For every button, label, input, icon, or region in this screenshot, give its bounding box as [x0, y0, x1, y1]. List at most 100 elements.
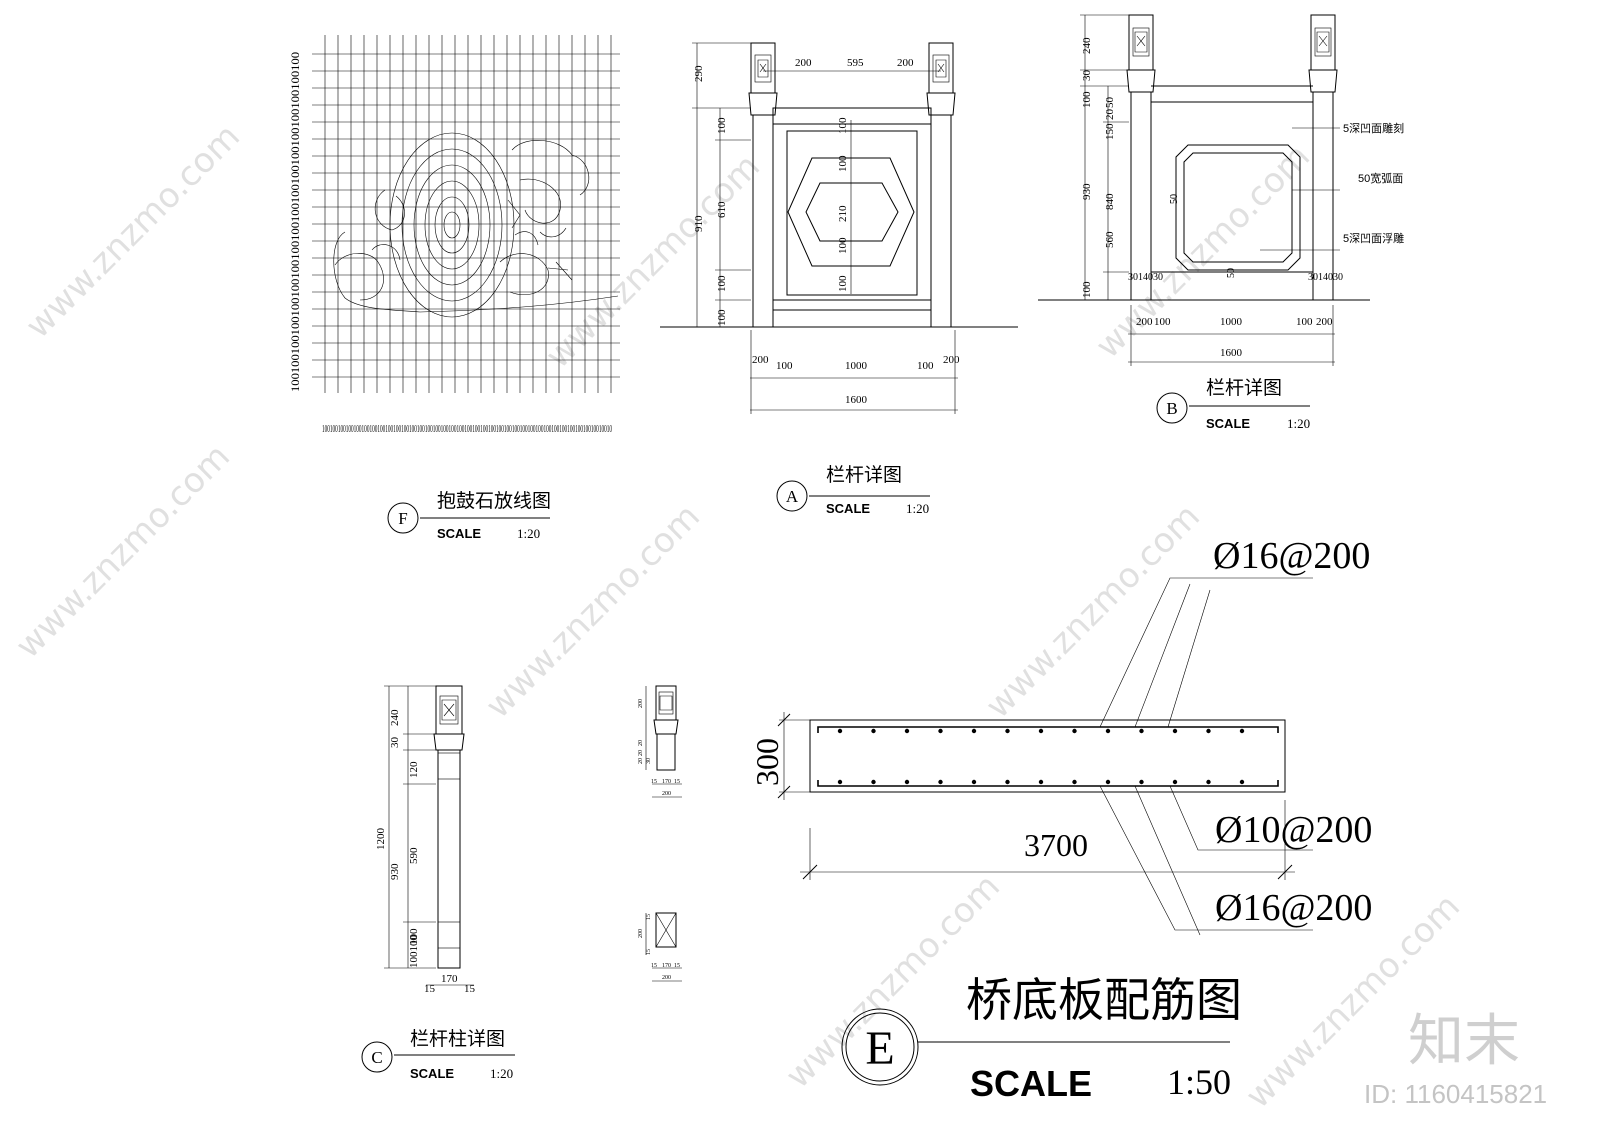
brand-footer: 知末 ID: 1160415821: [1364, 1009, 1547, 1109]
watermark-site: www.znzmo.com: [978, 496, 1208, 726]
dim-label: 930: [1081, 183, 1093, 200]
dim-label: 30: [389, 737, 401, 749]
dim-label: 200: [897, 57, 914, 69]
rebar-label-top: Ø16@200: [1213, 535, 1370, 577]
rebar-dot: [1172, 728, 1178, 734]
detail-small-sections: 200 20 20 20 30 15 170 15 200 200 15 15 …: [638, 685, 682, 982]
dim-label: 1200: [375, 828, 387, 851]
vertical-grid-labels: 1001001001001001001001001001001001001001…: [288, 52, 302, 392]
dim-label: 200: [662, 975, 671, 981]
detail-badge: [776, 480, 808, 512]
dim-label: 100: [716, 309, 728, 326]
dim-thickness: 300: [749, 738, 785, 786]
dim-label: 3014030: [1308, 272, 1343, 283]
rebar-dot: [1005, 728, 1010, 734]
watermark-site: www.znzmo.com: [1088, 136, 1318, 366]
rebar-dot: [1072, 779, 1077, 785]
dim-label: 100: [837, 275, 849, 292]
rebar-dot: [871, 779, 876, 785]
badge-letter: F: [398, 509, 407, 528]
dim-label: 240: [1081, 37, 1093, 54]
rebar-label-mid: Ø10@200: [1215, 809, 1372, 851]
scale-value: 1:20: [906, 501, 929, 516]
dim-label: 100: [837, 155, 849, 172]
dim-label: 200: [1136, 316, 1153, 328]
rebar-dot: [837, 728, 843, 734]
rebar-dot: [904, 728, 910, 734]
dim-label: 100: [716, 275, 728, 292]
dim-label: 15: [646, 949, 652, 955]
dim-label: 200: [943, 354, 960, 366]
dim-label: 170: [662, 963, 671, 969]
badge-letter: B: [1166, 399, 1177, 418]
dim-label: 15: [651, 779, 657, 785]
dim-label: 100: [917, 360, 934, 372]
dim-label: 200: [638, 929, 644, 938]
note-text: 50宽弧面: [1358, 171, 1403, 185]
dim-label: 100: [408, 928, 420, 945]
rebar-dot: [1206, 728, 1211, 734]
rebar-dot: [1172, 779, 1178, 785]
rebar-dot: [1038, 779, 1044, 785]
dim-label: 100: [837, 237, 849, 254]
badge-letter: A: [786, 487, 799, 506]
dim-label: 15: [424, 983, 436, 995]
scale-value: 1:20: [1287, 416, 1310, 431]
dim-label: 100: [1081, 91, 1093, 108]
detail-title: 栏杆详图: [1206, 377, 1282, 399]
dim-label: 240: [389, 709, 401, 726]
dim-label: 200: [795, 57, 812, 69]
horizontal-grid-labels: 1001001001001001001001001001001001001001…: [322, 423, 612, 435]
watermark-site: www.znzmo.com: [478, 496, 708, 726]
dim-label: 200: [638, 699, 644, 708]
detail-e: Ø16@200 Ø10@200 Ø16@200 300 3700 E 桥底板配筋…: [749, 535, 1372, 1104]
dim-label: 50: [1104, 97, 1116, 109]
dim-label: 20: [638, 758, 644, 764]
rebar-dot: [1206, 779, 1211, 785]
dim-label: 595: [847, 57, 864, 69]
dim-label: 200: [1316, 316, 1333, 328]
scale-label: SCALE: [1206, 416, 1250, 431]
scale-label: SCALE: [970, 1063, 1092, 1104]
dim-label: 100: [1296, 316, 1313, 328]
dim-label: 170: [662, 779, 671, 785]
dim-label: 100: [716, 117, 728, 134]
dim-label: 210: [837, 205, 849, 222]
scale-label: SCALE: [826, 501, 870, 516]
dim-label: 20: [638, 750, 644, 756]
dim-label: 20: [1104, 109, 1116, 121]
dim-label: 1000: [845, 360, 868, 372]
watermark-site: www.znzmo.com: [18, 116, 248, 346]
note-text: 5深凹面浮雕: [1343, 231, 1404, 245]
detail-badge-inner: [845, 1012, 915, 1082]
dim-label: 930: [389, 863, 401, 880]
detail-title: 栏杆柱详图: [410, 1028, 505, 1050]
dim-label: 170: [441, 973, 458, 985]
badge-letter: C: [371, 1048, 382, 1067]
watermarks: www.znzmo.com www.znzmo.com www.znzmo.co…: [8, 116, 1468, 1116]
scale-value: 1:20: [490, 1066, 513, 1081]
rebar-dot: [1072, 728, 1077, 734]
rebar-dot: [1105, 728, 1111, 734]
dim-total: 1600: [845, 394, 868, 406]
dim-label: 50: [1226, 268, 1237, 278]
scale-label: SCALE: [410, 1066, 454, 1081]
detail-title: 抱鼓石放线图: [437, 490, 551, 512]
brand-logo: 知末: [1408, 1009, 1520, 1072]
dim-label: 590: [408, 847, 420, 864]
detail-c: 240 30 1200 930 120 590 100 100100 15 17…: [361, 685, 515, 1081]
rebar-dot: [1139, 779, 1144, 785]
rebar-dot: [971, 728, 977, 734]
detail-badge: [841, 1008, 919, 1086]
layout-grid: [312, 35, 620, 393]
detail-b: 240 30 100 930 150 560 100 50 20 840 50 …: [1038, 14, 1404, 431]
detail-badge: [361, 1041, 393, 1073]
dim-label: 910: [693, 215, 705, 232]
dim-label: 50: [1169, 194, 1180, 204]
dim-label: 20: [638, 740, 644, 746]
dim-label: 100: [1154, 316, 1171, 328]
rebar-dot: [938, 779, 943, 785]
rebar-dot: [904, 779, 910, 785]
dim-label: 30: [1081, 70, 1093, 82]
